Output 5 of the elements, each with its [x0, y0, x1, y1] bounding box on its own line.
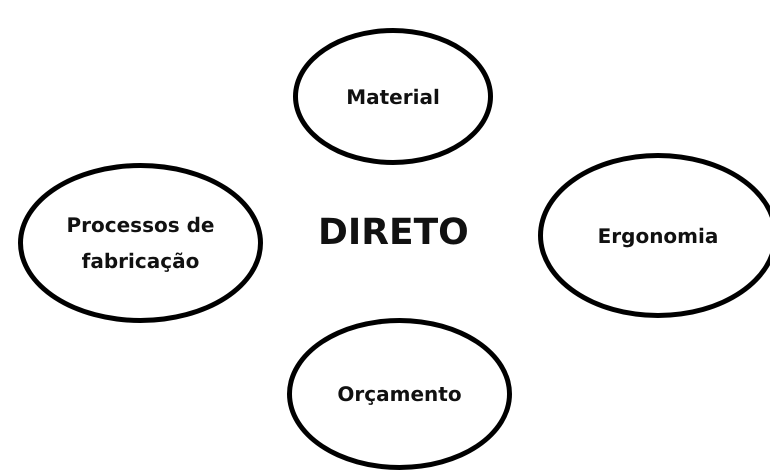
- node-label: Material: [346, 84, 440, 110]
- node-label: Ergonomia: [598, 222, 718, 250]
- node-label: Orçamento: [337, 381, 462, 408]
- center-heading: DIRETO: [318, 212, 469, 253]
- node-label: Processos de fabricação: [66, 212, 216, 275]
